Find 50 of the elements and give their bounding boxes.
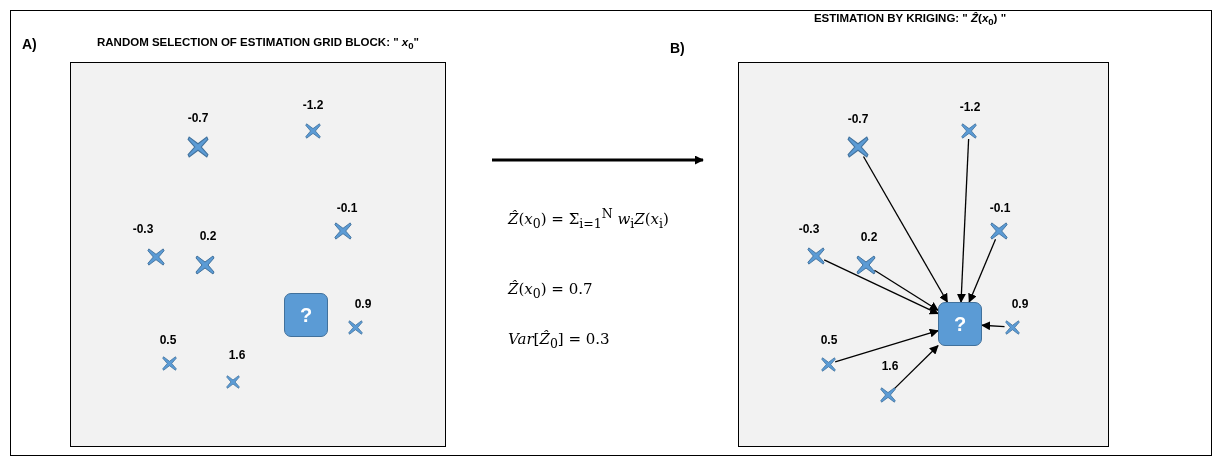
- arrow: [873, 269, 939, 311]
- value-label: -0.1: [336, 201, 358, 215]
- x-marker-icon: [807, 247, 825, 265]
- x-marker-icon: [856, 255, 876, 275]
- x-marker-icon: [195, 255, 215, 275]
- arrow: [968, 238, 997, 303]
- value-label: -0.3: [132, 222, 154, 236]
- x-marker-icon: [305, 123, 321, 139]
- value-label: 0.2: [199, 229, 217, 243]
- unknown-block: ?: [938, 302, 982, 346]
- panel-letter: A): [22, 36, 37, 52]
- formula-text: Var[Ẑ$_{0}$] = 0.3: [508, 330, 610, 351]
- x-marker-icon: [226, 375, 240, 389]
- arrow: [956, 138, 970, 303]
- x-marker-icon: [990, 222, 1008, 240]
- arrow: [823, 259, 939, 315]
- arrow: [834, 328, 939, 363]
- value-label: -1.2: [302, 98, 324, 112]
- value-label: 0.2: [860, 230, 878, 244]
- formula-text: Ẑ(x$_{0}$) = 0.7: [508, 280, 593, 301]
- value-label: 0.5: [159, 333, 177, 347]
- x-marker-icon: [1004, 319, 1020, 335]
- arrow: [893, 345, 939, 391]
- value-label: 0.9: [354, 297, 372, 311]
- arrow: [862, 155, 948, 303]
- value-label: -0.3: [798, 222, 820, 236]
- x-marker-icon: [961, 123, 977, 139]
- unknown-block: ?: [284, 293, 328, 337]
- formula-text: Ẑ(x$_{0}$) = Σ$_{i=1}$$^{N}$ w$_{i}$Z(x$_{i}$): [508, 206, 669, 231]
- value-label: 0.5: [820, 333, 838, 347]
- x-marker-icon: [187, 136, 209, 158]
- arrow: [981, 321, 1006, 331]
- x-marker-icon: [161, 355, 177, 371]
- value-label: -1.2: [959, 100, 981, 114]
- panel-title: RANDOM SELECTION OF ESTIMATION GRID BLOCK: " x$_{0}$": [96, 36, 420, 52]
- panel-title: ESTIMATION BY KRIGING: " Ẑ(x$_{0}$) ": [813, 12, 1007, 28]
- value-label: 1.6: [881, 359, 899, 373]
- value-label: -0.7: [187, 111, 209, 125]
- x-marker-icon: [334, 222, 352, 240]
- x-marker-icon: [820, 356, 836, 372]
- value-label: 1.6: [228, 348, 246, 362]
- panel-letter: B): [670, 40, 685, 56]
- x-marker-icon: [847, 136, 869, 158]
- x-marker-icon: [147, 248, 165, 266]
- x-marker-icon: [880, 387, 896, 403]
- value-label: -0.7: [847, 112, 869, 126]
- value-label: -0.1: [989, 201, 1011, 215]
- arrow: [492, 155, 704, 165]
- x-marker-icon: [347, 319, 363, 335]
- value-label: 0.9: [1011, 297, 1029, 311]
